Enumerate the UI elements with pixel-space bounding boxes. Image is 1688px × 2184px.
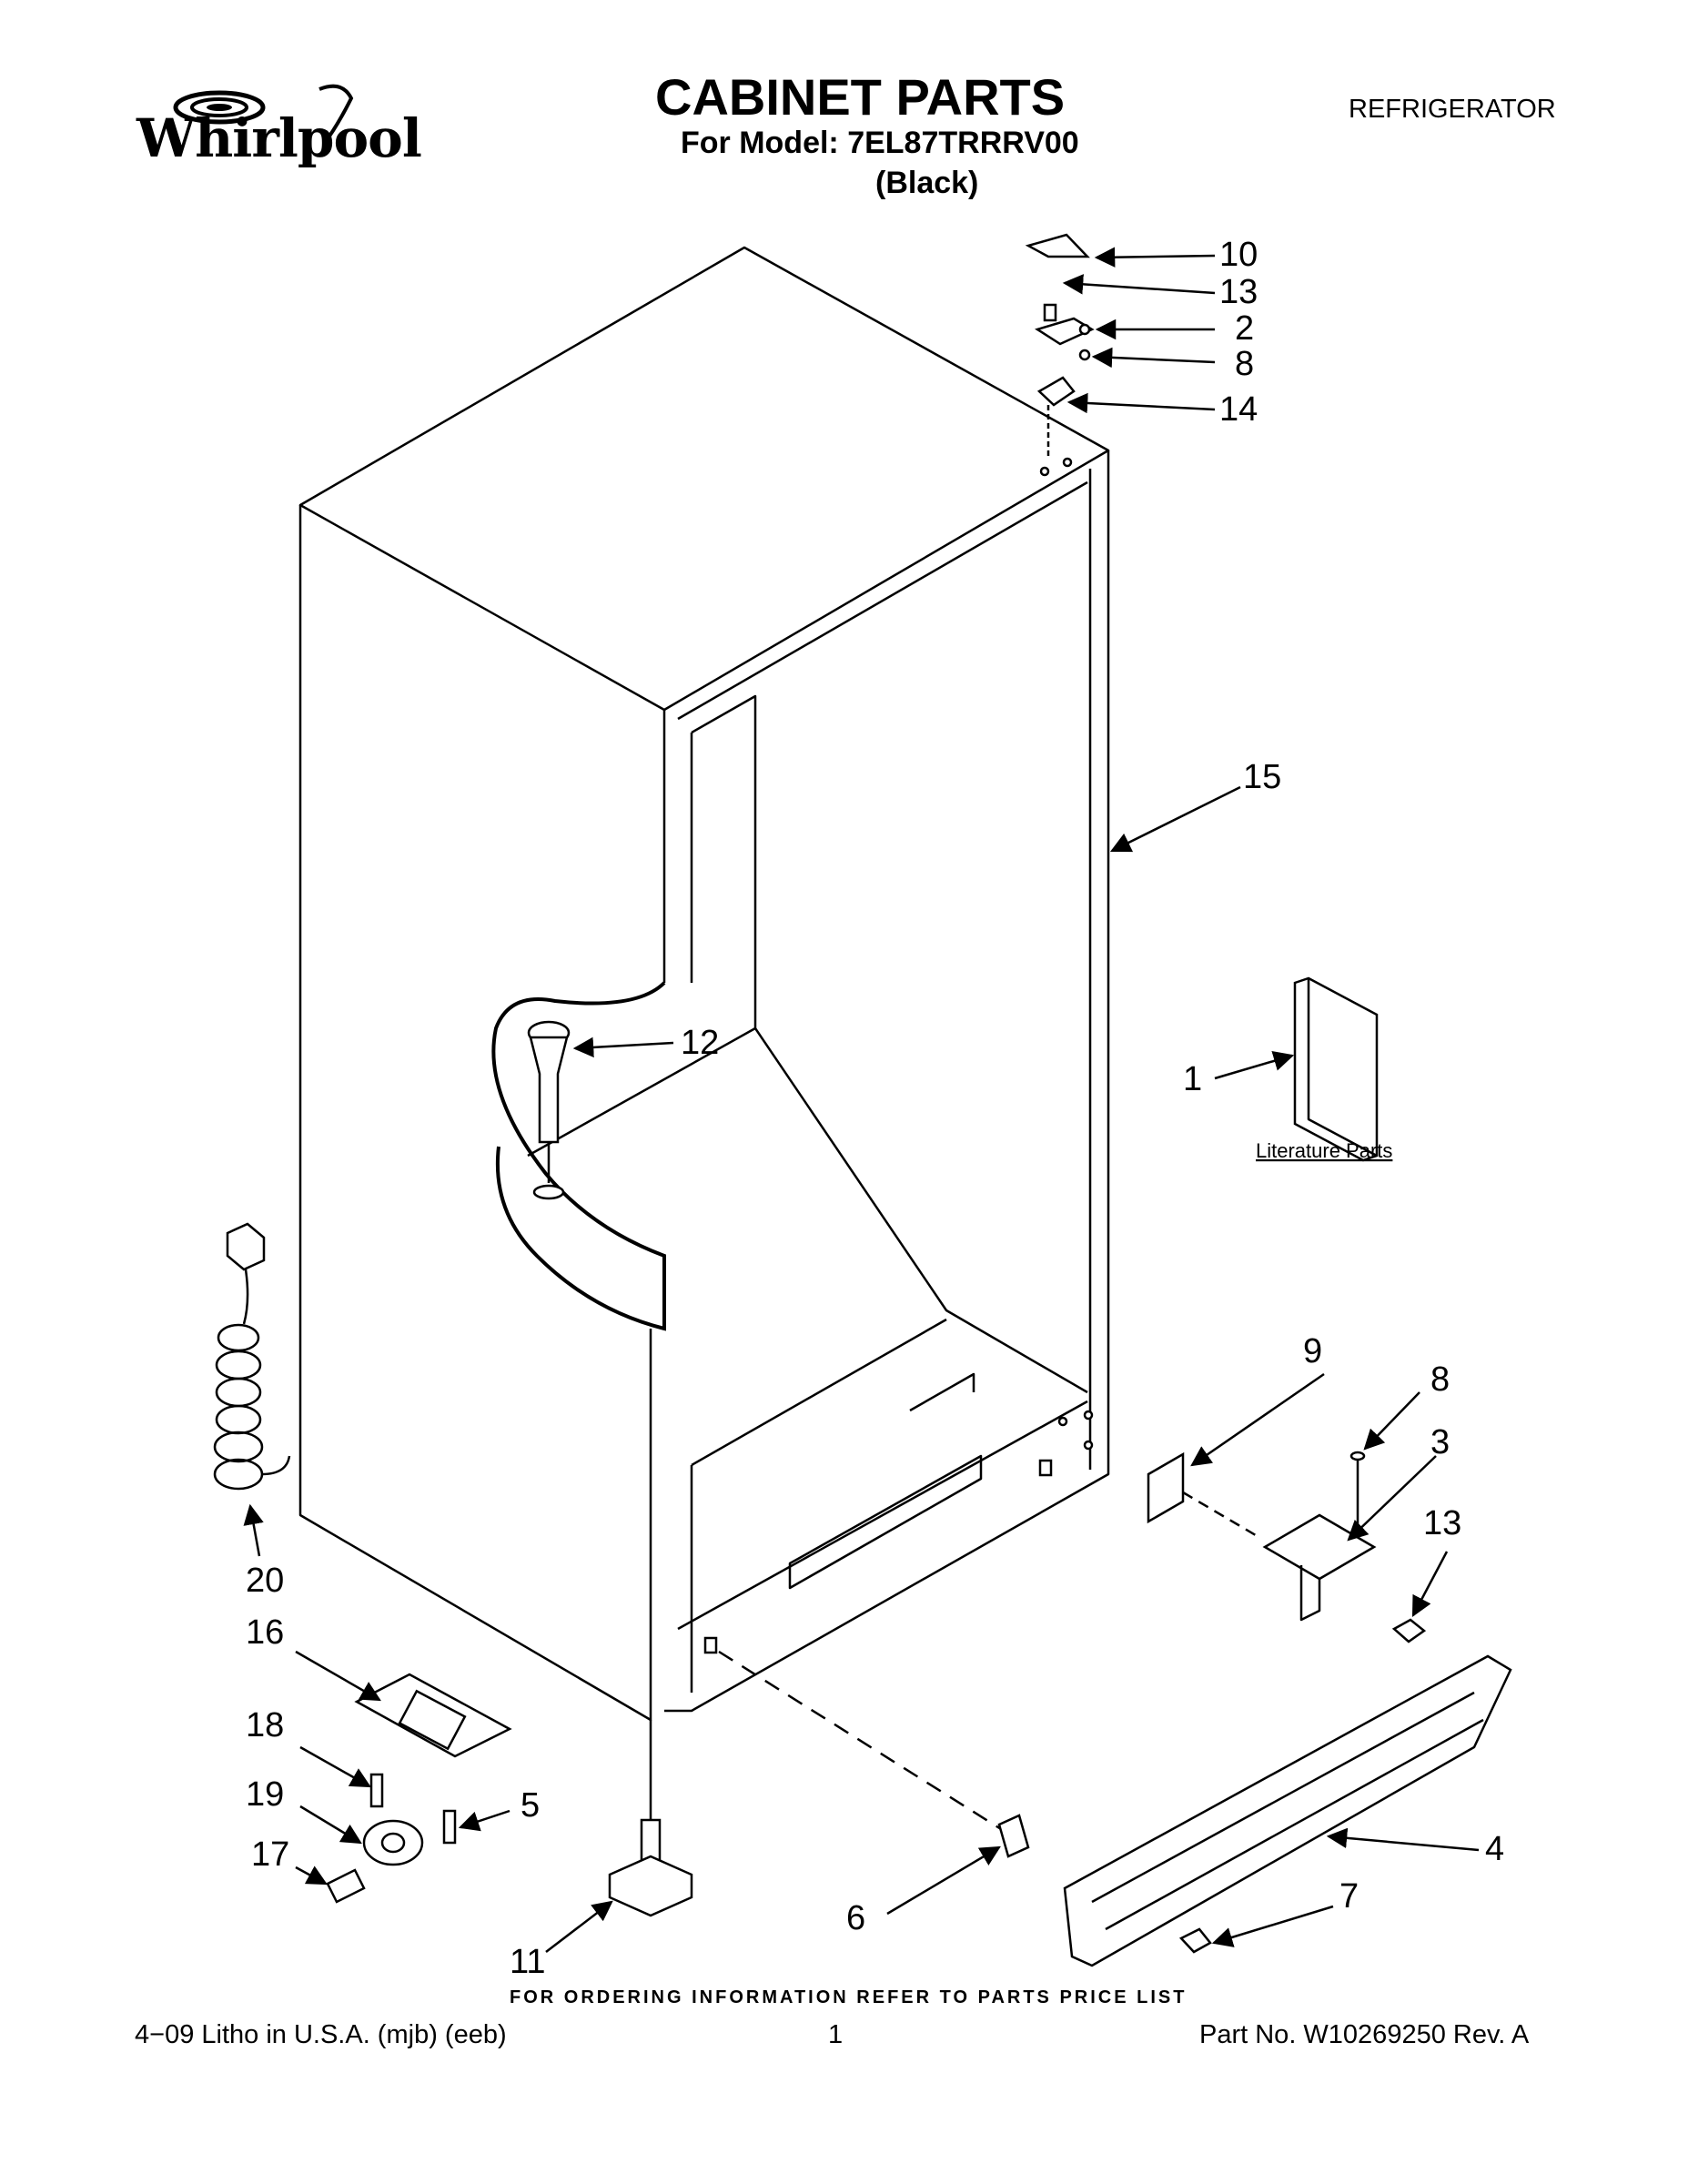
category-label: REFRIGERATOR: [1349, 95, 1556, 124]
callout-17: 17: [251, 1835, 289, 1874]
part-number: Part No. W10269250 Rev. A: [1199, 2020, 1530, 2049]
logo-swirl-icon: [173, 84, 354, 146]
brand-logo: [133, 80, 388, 180]
callout-labels: 10 13 2 8 14 15 12 1 9 8 3 13 20 16 18 1…: [246, 236, 1504, 1981]
power-cord-part: [213, 1222, 291, 1491]
cabinet-body: [298, 246, 1110, 1722]
callout-7: 7: [1339, 1877, 1359, 1916]
literature-parts-label: Literature Parts: [1256, 1139, 1392, 1162]
brand-name: Whirlpool: [136, 107, 422, 169]
callout-8-top: 8: [1235, 345, 1254, 383]
leveling-leg-part: [608, 1720, 693, 1917]
callout-3: 3: [1430, 1423, 1450, 1461]
literature-booklet: [1293, 976, 1379, 1162]
callout-14: 14: [1219, 390, 1258, 429]
toe-grille-part: [718, 1650, 1512, 1967]
page-title: CABINET PARTS: [655, 68, 1066, 126]
litho-line: 4−09 Litho in U.S.A. (mjb) (eeb): [135, 2020, 507, 2049]
callout-13-lower: 13: [1423, 1504, 1461, 1542]
toe-grille-bracket-parts: [1147, 1451, 1427, 1643]
callout-9: 9: [1303, 1332, 1322, 1370]
drain-tube-part: [527, 1020, 571, 1200]
callout-8-lower: 8: [1430, 1360, 1450, 1399]
callout-12: 12: [681, 1024, 719, 1062]
callout-2: 2: [1235, 309, 1254, 348]
callout-18: 18: [246, 1706, 284, 1744]
callout-1: 1: [1183, 1060, 1202, 1098]
callout-6: 6: [846, 1899, 865, 1937]
callout-20: 20: [246, 1562, 284, 1600]
page-number: 1: [828, 2020, 844, 2049]
callout-leaders: [243, 247, 1480, 1953]
lower-hinge-parts: [326, 1673, 512, 1904]
callout-15: 15: [1243, 758, 1281, 796]
ordering-note: FOR ORDERING INFORMATION REFER TO PARTS …: [510, 1987, 1188, 2007]
callout-13-top: 13: [1219, 273, 1258, 311]
callout-19: 19: [246, 1775, 284, 1814]
callout-16: 16: [246, 1613, 284, 1652]
callout-10: 10: [1219, 236, 1258, 274]
callout-11: 11: [510, 1943, 545, 1981]
top-hinge-assembly: [1025, 233, 1095, 460]
callout-5: 5: [521, 1786, 540, 1825]
model-line: For Model: 7EL87TRRRV00: [681, 126, 1079, 160]
color-line: (Black): [875, 166, 979, 200]
callout-4: 4: [1485, 1830, 1504, 1868]
